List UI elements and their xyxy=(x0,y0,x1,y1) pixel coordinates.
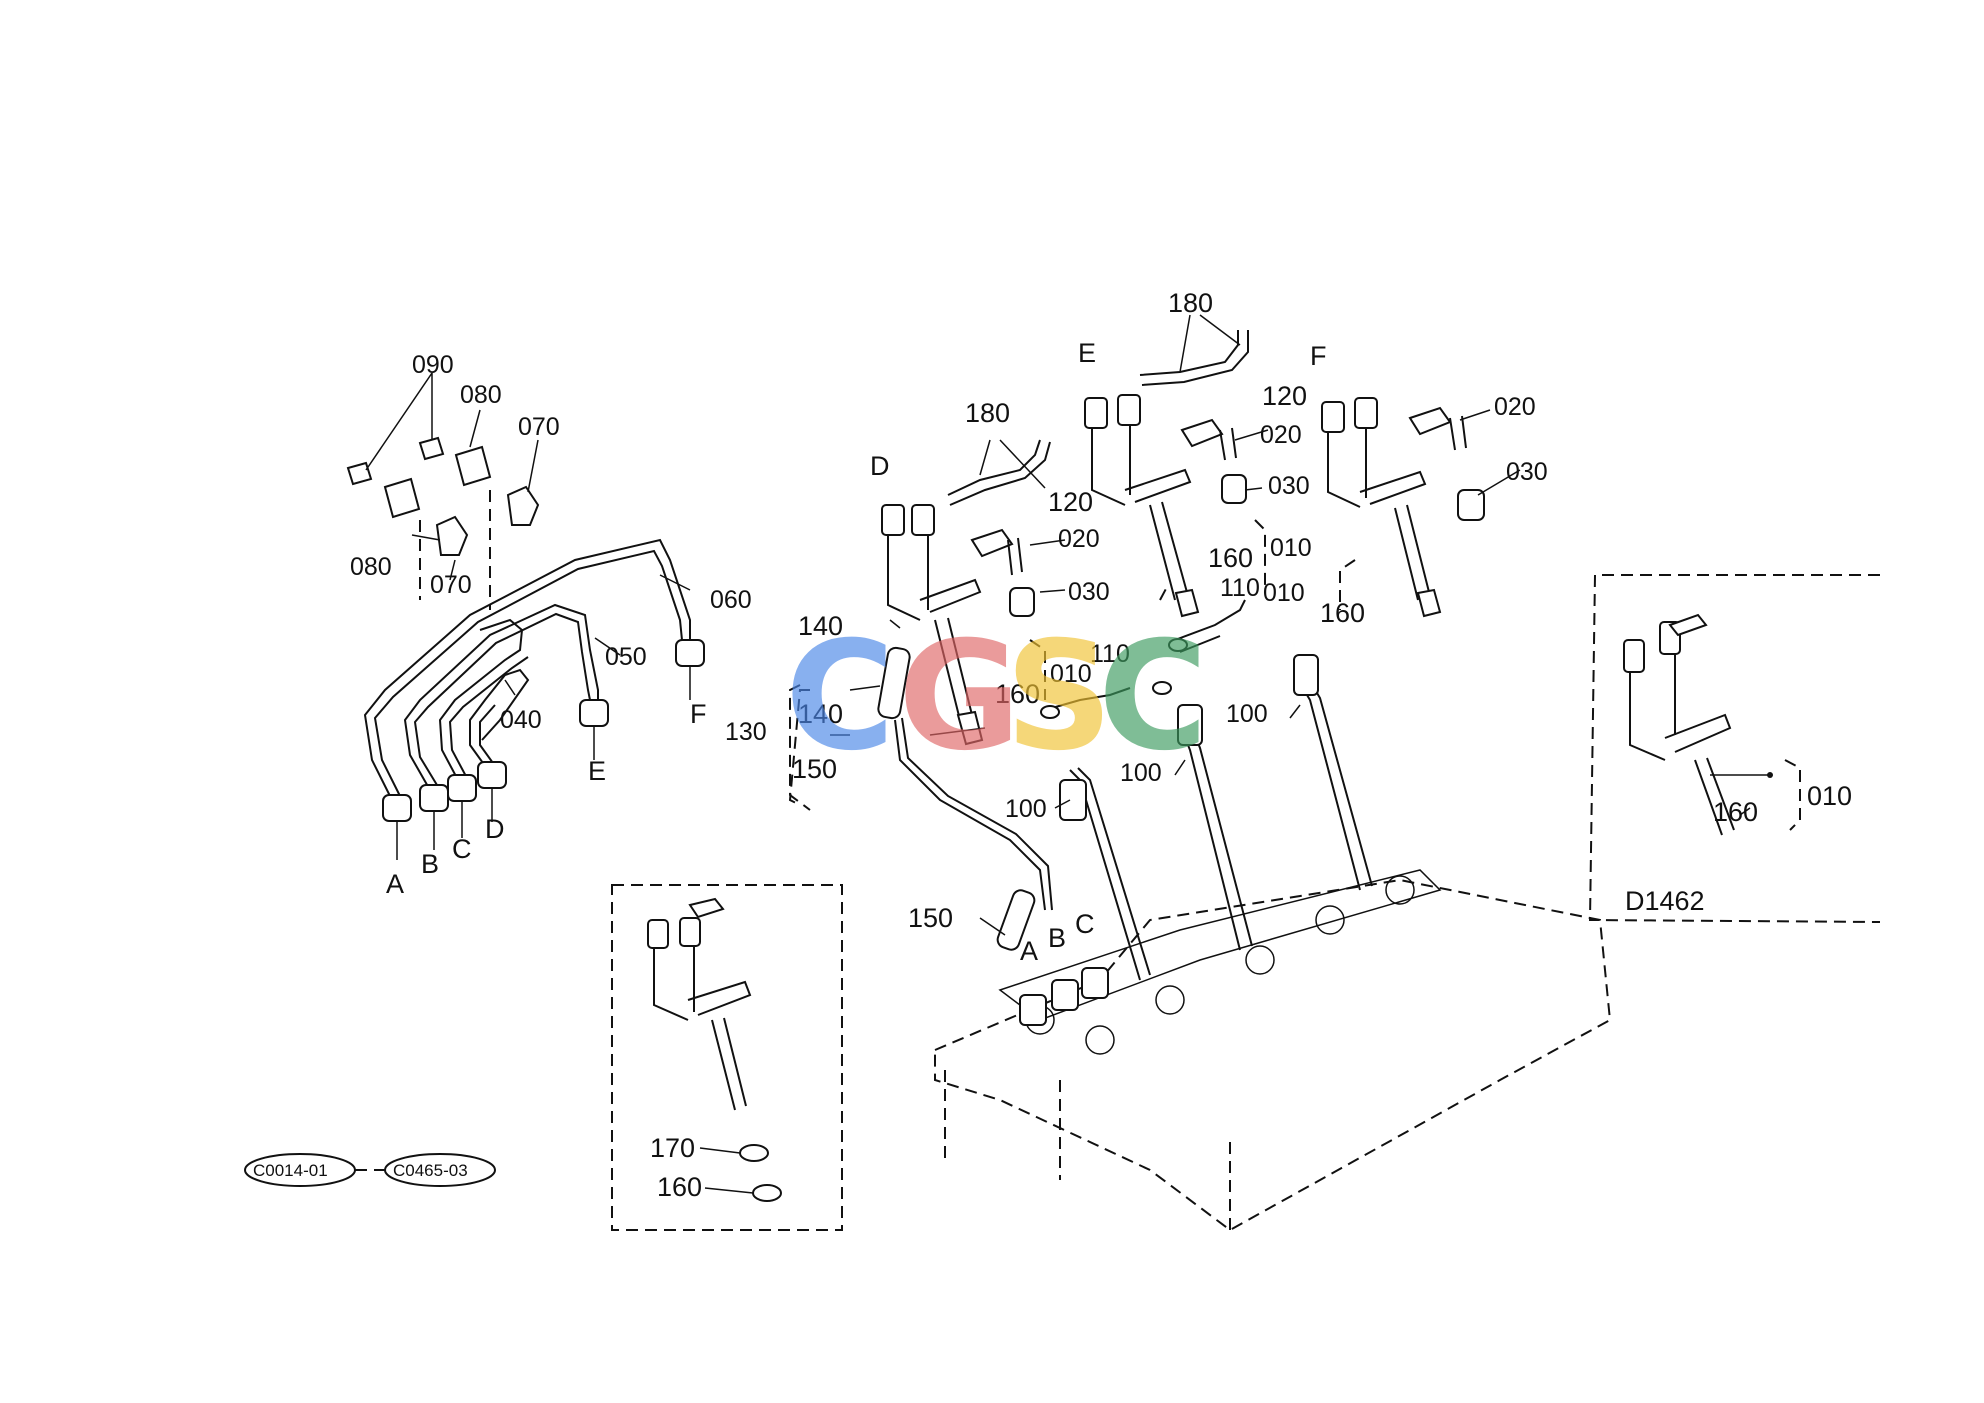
clamp-cushion-left xyxy=(435,515,469,556)
label-pipe-f: F xyxy=(690,699,707,729)
label-020-f: 020 xyxy=(1494,393,1536,421)
label-070-upper: 070 xyxy=(518,413,560,441)
label-injector-f: F xyxy=(1310,341,1327,371)
label-050: 050 xyxy=(605,643,647,671)
pipe-nut-b xyxy=(419,784,449,812)
label-090: 090 xyxy=(412,351,454,379)
watermark-letter-2: G xyxy=(898,610,1021,784)
label-head-c: C xyxy=(1075,909,1095,939)
label-150-lower: 150 xyxy=(908,903,953,933)
label-150-upper: 150 xyxy=(792,754,837,784)
label-head-b: B xyxy=(1048,923,1066,953)
injector-e xyxy=(1084,394,1247,618)
overflow-pipes xyxy=(947,330,1249,719)
watermark-letter-1: C xyxy=(785,610,895,784)
label-160-inset: 160 xyxy=(657,1172,702,1202)
reference-bubbles: C0014-01 C0465-03 xyxy=(244,1153,496,1187)
label-pipe-e: E xyxy=(588,756,606,786)
label-pipe-c: C xyxy=(452,834,472,864)
head-fitting-c xyxy=(1081,967,1109,999)
label-040: 040 xyxy=(500,706,542,734)
label-160-e: 160 xyxy=(1208,543,1253,573)
d1462-label: D1462 xyxy=(1625,886,1705,916)
ref-c0465: C0465-03 xyxy=(393,1161,468,1180)
clamp-bolt-right xyxy=(418,436,445,461)
leak-off-hose xyxy=(788,646,1053,951)
watermark-letter-3: S xyxy=(1005,610,1113,784)
label-060: 060 xyxy=(710,586,752,614)
label-120-top: 120 xyxy=(1262,381,1307,411)
label-080-lower: 080 xyxy=(350,553,392,581)
label-head-a: A xyxy=(1020,936,1038,966)
label-070-lower: 070 xyxy=(430,571,472,599)
label-020-e: 020 xyxy=(1260,421,1302,449)
injector-d-holder xyxy=(970,528,1014,558)
label-pipe-a: A xyxy=(386,869,404,899)
clamp-plate-right xyxy=(454,445,492,487)
seal-170 xyxy=(739,1144,769,1162)
label-180-mid: 180 xyxy=(965,398,1010,428)
label-pipe-b: B xyxy=(421,849,439,879)
watermark: C G S C xyxy=(785,610,1208,784)
injection-pipe-group xyxy=(346,372,705,860)
label-100-right: 100 xyxy=(1226,700,1268,728)
pipe-nut-a xyxy=(382,794,412,822)
callout-leaders xyxy=(789,314,1521,936)
inset-box-d1462 xyxy=(1588,574,1881,923)
label-pipe-d: D xyxy=(485,814,505,844)
injector-f xyxy=(1321,397,1485,618)
inset-box-seal xyxy=(611,884,843,1231)
label-130: 130 xyxy=(725,718,767,746)
label-140-upper: 140 xyxy=(798,611,843,641)
label-030-f: 030 xyxy=(1506,458,1548,486)
label-100-mid: 100 xyxy=(1120,759,1162,787)
ref-c0014: C0014-01 xyxy=(253,1161,328,1180)
label-010-f: 010 xyxy=(1263,579,1305,607)
pipe-nut-d xyxy=(477,761,507,789)
label-170: 170 xyxy=(650,1133,695,1163)
label-120-mid: 120 xyxy=(1048,487,1093,517)
glow-plugs xyxy=(1059,654,1373,981)
label-030-d: 030 xyxy=(1068,578,1110,606)
clamp-cushion-right xyxy=(506,485,540,526)
label-injector-d: D xyxy=(870,451,890,481)
label-080-upper: 080 xyxy=(460,381,502,409)
label-110-lower: 110 xyxy=(1090,640,1130,668)
label-010-d1462: 010 xyxy=(1807,781,1852,811)
injector-d xyxy=(881,504,1035,746)
label-180-top: 180 xyxy=(1168,288,1213,318)
label-160-d1462: 160 xyxy=(1713,797,1758,827)
pipe-nut-f xyxy=(675,639,705,667)
head-fitting-a xyxy=(1019,994,1047,1026)
cylinder-head xyxy=(934,869,1612,1232)
head-fitting-b xyxy=(1051,979,1079,1011)
label-injector-e: E xyxy=(1078,338,1096,368)
clamp-bolt-left xyxy=(346,461,373,486)
label-160-d: 160 xyxy=(995,679,1040,709)
label-030-e: 030 xyxy=(1268,472,1310,500)
pipe-nut-e xyxy=(579,699,609,727)
clamp-plate-left xyxy=(383,477,421,519)
label-110-upper: 110 xyxy=(1220,574,1260,602)
label-100-left: 100 xyxy=(1005,795,1047,823)
watermark-letter-4: C xyxy=(1098,610,1208,784)
label-010-e: 010 xyxy=(1270,534,1312,562)
label-160-f: 160 xyxy=(1320,598,1365,628)
pipe-nut-c xyxy=(447,774,477,802)
label-010-d: 010 xyxy=(1050,660,1092,688)
label-020-d: 020 xyxy=(1058,525,1100,553)
injection-pipes xyxy=(363,538,691,801)
label-140-lower: 140 xyxy=(798,699,843,729)
seal-160 xyxy=(752,1184,782,1202)
